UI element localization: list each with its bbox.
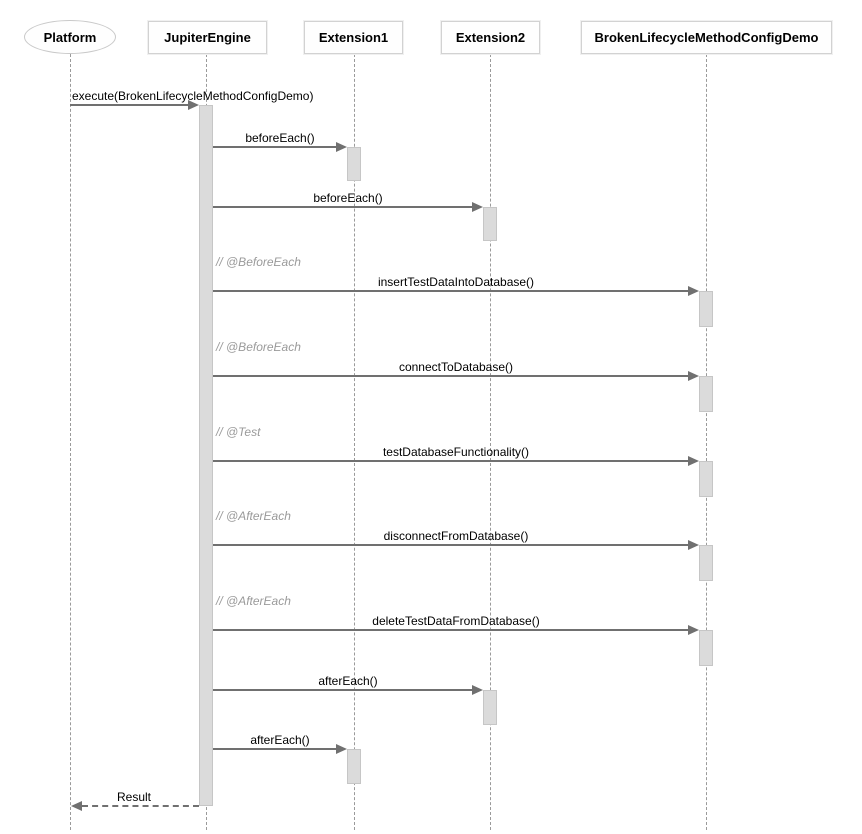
message-line-result [82,805,199,807]
message-line-beforeeach-ext2 [213,206,472,208]
message-line-beforeeach-ext1 [213,146,336,148]
activation-extension1-before [347,147,361,181]
comment-beforeeach-2: // @BeforeEach [216,340,301,354]
message-line-aftereach-ext2 [213,689,472,691]
activation-extension2-after [483,690,497,725]
message-line-disconnect [213,544,688,546]
message-line-connect [213,375,688,377]
message-line-execute [70,104,189,106]
message-line-insert [213,290,688,292]
activation-extension2-before [483,207,497,241]
message-label-disconnect: disconnectFromDatabase() [383,529,529,543]
lifeline-extension2 [490,54,491,830]
arrowhead-beforeeach-ext1 [336,142,347,152]
arrowhead-delete [688,625,699,635]
participant-extension1: Extension1 [304,21,403,54]
message-label-test: testDatabaseFunctionality() [382,445,530,459]
message-label-execute: execute(BrokenLifecycleMethodConfigDemo) [72,89,314,103]
activation-demo-test [699,461,713,497]
activation-demo-connect [699,376,713,412]
activation-jupiterengine [199,105,213,806]
participant-platform: Platform [24,20,116,54]
message-label-insert: insertTestDataIntoDatabase() [377,275,535,289]
message-label-aftereach-ext1: afterEach() [250,733,310,747]
activation-demo-delete [699,630,713,666]
message-label-delete: deleteTestDataFromDatabase() [372,614,540,628]
message-line-aftereach-ext1 [213,748,336,750]
comment-beforeeach-1: // @BeforeEach [216,255,301,269]
participant-extension2: Extension2 [441,21,540,54]
activation-demo-insert [699,291,713,327]
message-label-beforeeach-ext1: beforeEach() [245,131,315,145]
arrowhead-test [688,456,699,466]
message-label-beforeeach-ext2: beforeEach() [313,191,383,205]
lifeline-extension1 [354,54,355,830]
activation-extension1-after [347,749,361,784]
message-line-delete [213,629,688,631]
lifeline-platform [70,54,71,830]
arrowhead-aftereach-ext1 [336,744,347,754]
message-label-aftereach-ext2: afterEach() [318,674,378,688]
comment-test: // @Test [216,425,261,439]
comment-aftereach-1: // @AfterEach [216,509,291,523]
arrowhead-disconnect [688,540,699,550]
comment-aftereach-2: // @AfterEach [216,594,291,608]
participant-brokenlifecyclemethodconfigdemo: BrokenLifecycleMethodConfigDemo [581,21,832,54]
message-line-test [213,460,688,462]
arrowhead-execute [188,100,199,110]
lifeline-brokenlifecyclemethodconfigdemo [706,54,707,830]
arrowhead-result [71,801,82,811]
message-label-result: Result [116,790,151,804]
arrowhead-insert [688,286,699,296]
message-label-connect: connectToDatabase() [398,360,514,374]
arrowhead-aftereach-ext2 [472,685,483,695]
arrowhead-beforeeach-ext2 [472,202,483,212]
activation-demo-disconnect [699,545,713,581]
arrowhead-connect [688,371,699,381]
participant-jupiterengine: JupiterEngine [148,21,267,54]
